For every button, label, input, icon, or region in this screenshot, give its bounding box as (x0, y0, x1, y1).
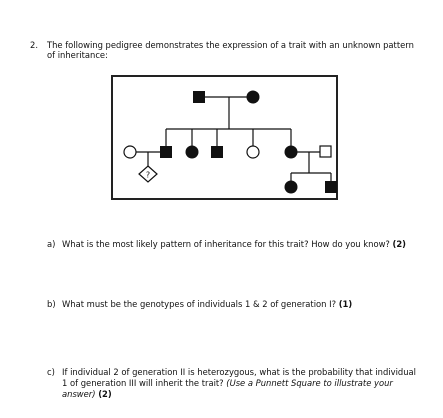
part-a-text: What is the most likely pattern of inher… (62, 239, 390, 249)
gen2-affected-male-2 (211, 146, 223, 158)
part-b-question: What must be the genotypes of individual… (62, 299, 352, 310)
gen2-unaffected-female-spouse (123, 145, 137, 159)
part-c-label: c) (47, 367, 55, 377)
question-intro-line2: of inheritance: (47, 50, 108, 60)
part-a-question: What is the most likely pattern of inher… (62, 239, 406, 250)
part-c-line2-italic: (Use a Punnett Square to illustrate your (226, 378, 393, 388)
part-c-marks: (2) (98, 389, 112, 399)
question-intro-line1: The following pedigree demonstrates the … (47, 40, 414, 50)
question-number: 2. (30, 40, 38, 50)
part-b-text: What must be the genotypes of individual… (62, 299, 337, 309)
part-b-marks: (1) (338, 299, 353, 309)
gen2-affected-male-1 (160, 146, 172, 158)
part-c-line3: answer) (2) (62, 389, 112, 400)
gen3-affected-male (325, 181, 337, 193)
part-c-line1: If individual 2 of generation II is hete… (62, 367, 416, 377)
part-c-line2: 1 of generation III will inherit the tra… (62, 378, 393, 389)
gen1-affected-male (193, 91, 205, 103)
part-b-label: b) (47, 299, 56, 309)
gen3-unknown-label: ? (146, 171, 150, 180)
part-c-line3-italic: answer) (62, 389, 96, 399)
gen2-affected-female-2 (284, 145, 298, 159)
gen1-affected-female (246, 90, 260, 104)
gen3-affected-female (284, 180, 298, 194)
pedigree-frame (111, 75, 338, 200)
gen2-unaffected-female (246, 145, 260, 159)
part-a-marks: (2) (392, 239, 407, 249)
part-c-line2-plain: 1 of generation III will inherit the tra… (62, 378, 227, 388)
gen2-affected-female-1 (185, 145, 199, 159)
gen2-unaffected-male-spouse (319, 145, 332, 158)
part-a-label: a) (47, 239, 56, 249)
gen3-unknown-diamond (138, 165, 158, 183)
